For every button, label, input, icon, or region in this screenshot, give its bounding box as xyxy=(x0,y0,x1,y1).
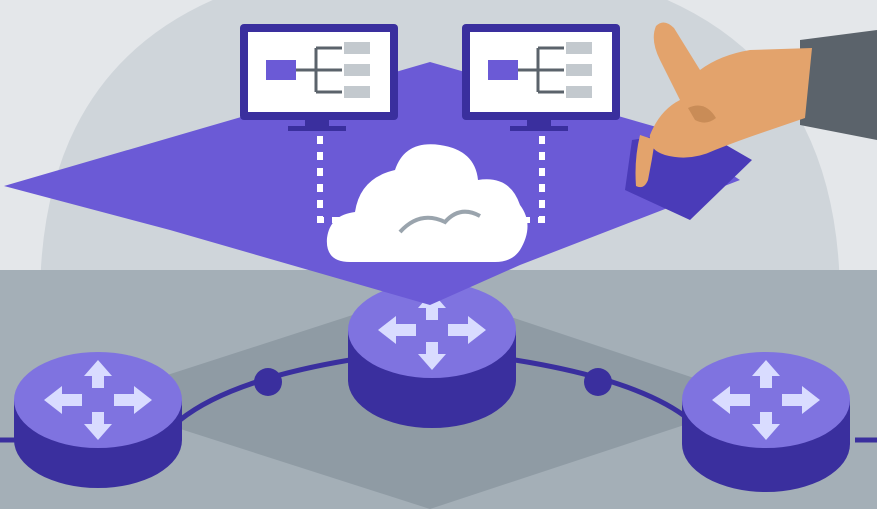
monitor-icon xyxy=(266,42,370,98)
router-icon xyxy=(44,360,152,440)
link-node-left xyxy=(254,368,282,396)
router-right xyxy=(682,352,850,492)
monitor-icon xyxy=(488,42,592,98)
network-links xyxy=(0,357,877,443)
link-node-right xyxy=(584,368,612,396)
router-left xyxy=(14,352,182,488)
router-center xyxy=(348,282,516,428)
monitor-left xyxy=(240,24,398,131)
cloud-icon xyxy=(326,144,528,262)
router-icon xyxy=(378,292,486,370)
router-icon xyxy=(712,360,820,440)
hand-icon xyxy=(635,22,877,188)
monitor-right xyxy=(462,24,620,131)
sheet-fold xyxy=(625,130,752,220)
